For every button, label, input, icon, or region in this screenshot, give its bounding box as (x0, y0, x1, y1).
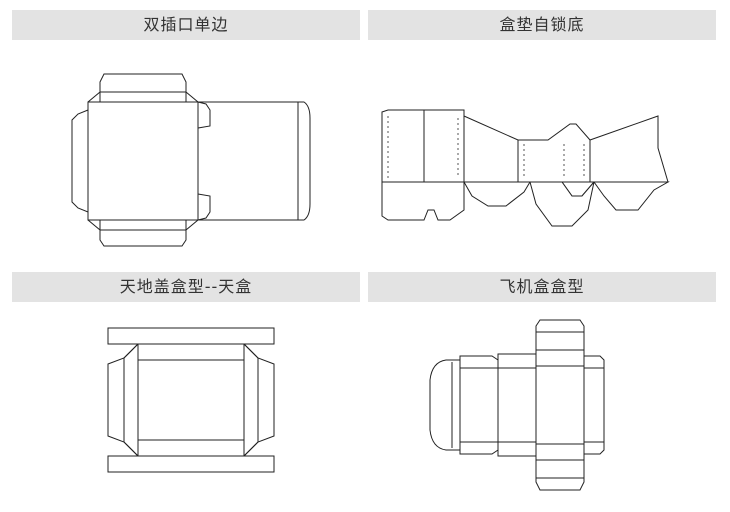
panel-title: 飞机盒盒型 (368, 272, 716, 302)
auto-lock-bottom-dieline (381, 109, 670, 227)
panel-double-tuck: 双插口单边 (12, 10, 360, 250)
double-tuck-single-side-dieline (71, 73, 311, 247)
mailer-box-dieline (429, 319, 605, 491)
panel-title: 天地盖盒型--天盒 (12, 272, 360, 302)
lid-box-top-dieline (107, 327, 275, 473)
panel-auto-lock-bottom: 盒垫自锁底 (368, 10, 716, 250)
panel-title: 双插口单边 (12, 10, 360, 40)
panel-mailer-box: 飞机盒盒型 (368, 272, 716, 512)
panel-lid-box-top: 天地盖盒型--天盒 (12, 272, 360, 512)
panel-title: 盒垫自锁底 (368, 10, 716, 40)
